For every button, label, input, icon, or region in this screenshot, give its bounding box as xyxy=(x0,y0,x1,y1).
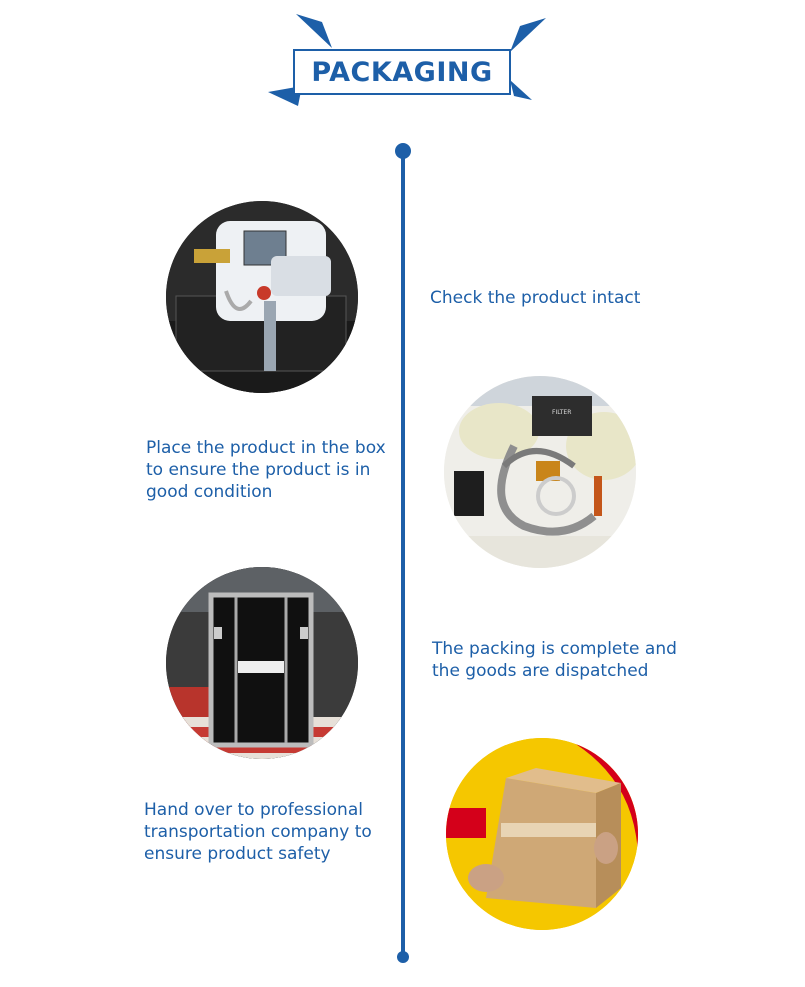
flight-case-photo xyxy=(166,567,358,759)
step-caption-place: Place the product in the box to ensure t… xyxy=(146,438,386,502)
page-title: PACKAGING xyxy=(311,56,493,88)
flag-decoration-bottom-right xyxy=(510,80,532,100)
title-box: PACKAGING xyxy=(293,49,511,95)
timeline-end-dot xyxy=(397,951,409,963)
timeline-line xyxy=(401,150,405,958)
packed-box-photo: FILTER xyxy=(444,376,636,568)
flag-decoration-top-right xyxy=(510,18,546,52)
step-caption-dispatched: The packing is complete and the goods ar… xyxy=(432,639,677,681)
page-header: PACKAGING xyxy=(0,0,805,110)
svg-text:FILTER: FILTER xyxy=(552,409,571,416)
courier-box-photo xyxy=(446,738,638,930)
step-caption-handover: Hand over to professional transportation… xyxy=(144,800,372,864)
product-device-photo xyxy=(166,201,358,393)
step-caption-check: Check the product intact xyxy=(430,288,641,308)
flag-decoration-top-left xyxy=(296,14,332,48)
